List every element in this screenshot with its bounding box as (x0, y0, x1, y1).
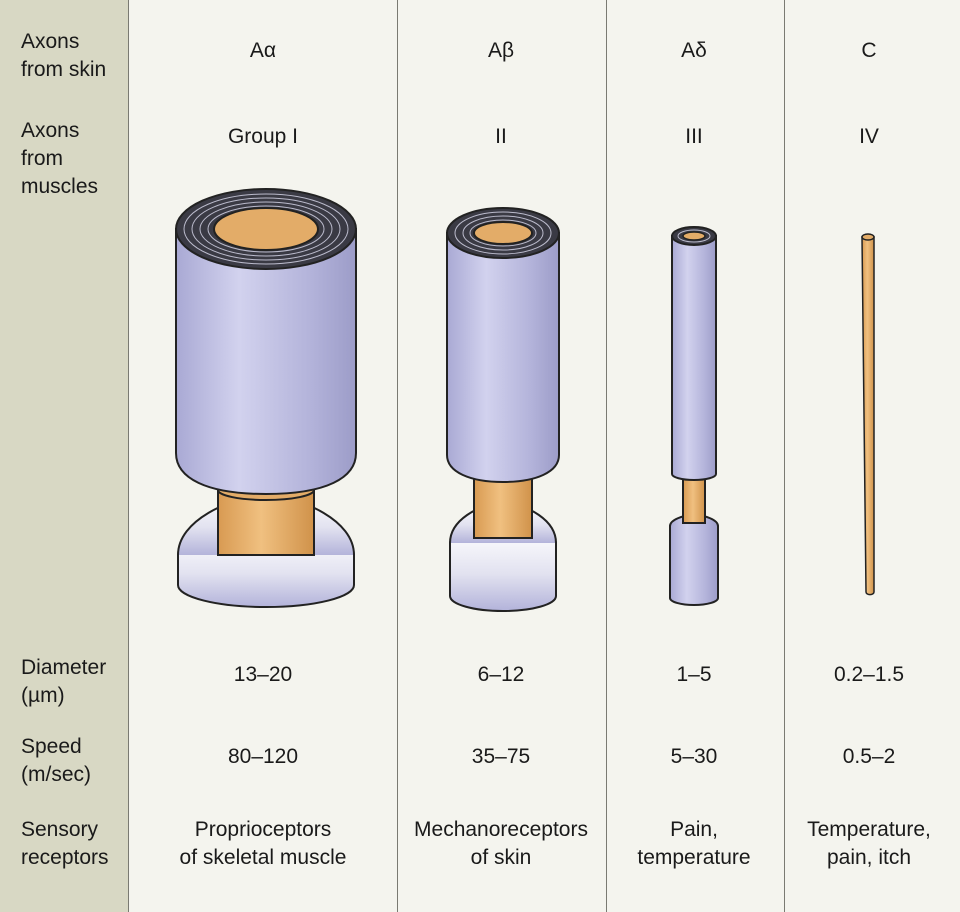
receptors-a-delta: Pain, temperature (637, 818, 751, 869)
diameter-a-delta: 1–5 (676, 663, 712, 686)
fiber-a-alpha (175, 188, 357, 608)
row-label-axons-from-skin: Axons from skin (21, 30, 107, 81)
row-label-sensory-receptors: Sensory receptors (21, 818, 109, 869)
diameter-a-alpha: 13–20 (233, 663, 293, 686)
muscle-group-3: III (685, 125, 703, 148)
fiber-a-delta (669, 226, 719, 606)
skin-type-a-delta: Aδ (681, 39, 707, 62)
muscle-group-4: IV (859, 125, 879, 148)
row-label-speed: Speed (m/sec) (21, 735, 91, 786)
skin-type-a-beta: Aβ (487, 39, 515, 62)
fiber-c (861, 233, 875, 596)
skin-type-c: C (861, 39, 877, 62)
muscle-group-1: Group I (227, 125, 299, 148)
column-divider (128, 0, 129, 912)
diameter-a-beta: 6–12 (477, 663, 525, 686)
speed-a-delta: 5–30 (670, 745, 718, 768)
column-divider (397, 0, 398, 912)
receptors-a-alpha: Proprioceptors of skeletal muscle (179, 818, 347, 869)
column-divider (784, 0, 785, 912)
skin-type-a-alpha: Aα (249, 39, 277, 62)
diameter-c: 0.2–1.5 (833, 663, 905, 686)
receptors-a-beta: Mechanoreceptors of skin (414, 818, 588, 869)
column-divider (606, 0, 607, 912)
speed-a-beta: 35–75 (471, 745, 531, 768)
row-label-column (0, 0, 128, 912)
row-label-diameter: Diameter (µm) (21, 656, 107, 707)
muscle-group-2: II (495, 125, 507, 148)
receptors-c: Temperature, pain, itch (807, 818, 931, 869)
fiber-a-beta (446, 207, 560, 612)
row-label-axons-from-muscles: Axons from muscles (21, 119, 99, 198)
speed-c: 0.5–2 (842, 745, 896, 768)
speed-a-alpha: 80–120 (227, 745, 299, 768)
